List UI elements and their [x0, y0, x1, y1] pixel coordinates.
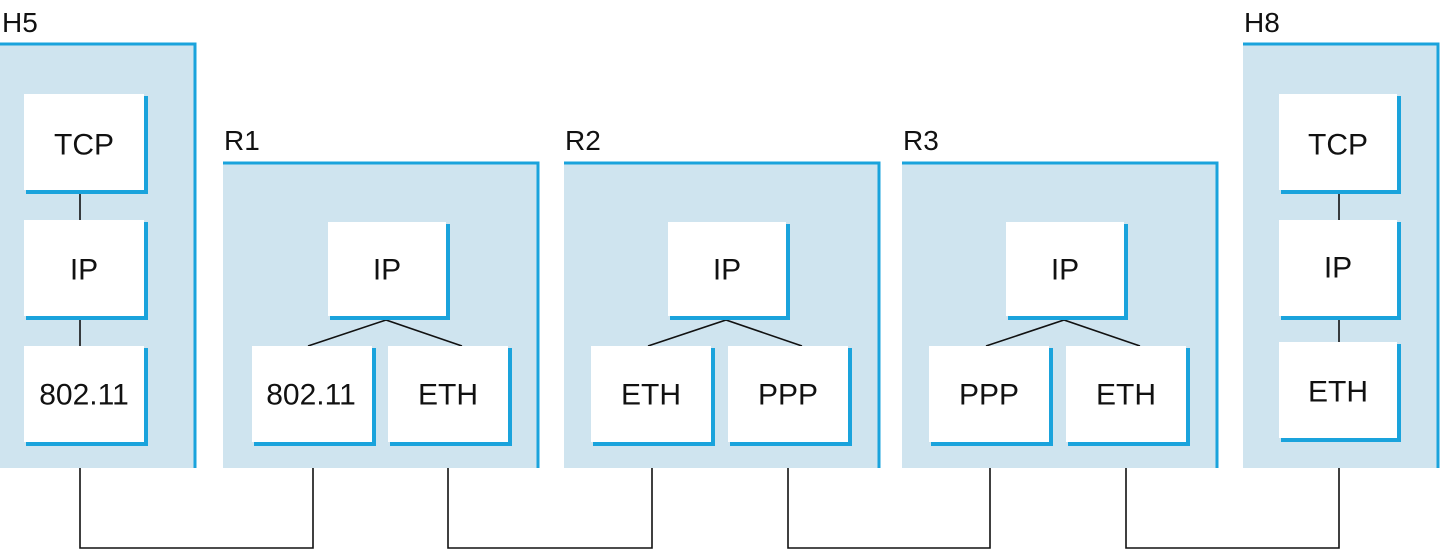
link-r1-r2	[447, 444, 653, 549]
node-label: H5	[2, 7, 38, 38]
layer-box	[1279, 342, 1397, 438]
layer-right: ETH	[388, 346, 512, 446]
layer-left: 802.11	[252, 346, 376, 446]
link-h5-r1	[79, 444, 314, 549]
layer-label: PPP	[758, 379, 818, 412]
node-label: R2	[565, 125, 601, 156]
router-r3: R3 IP PPP ETH	[902, 125, 1219, 468]
layer-box	[1279, 94, 1397, 190]
layer-label: IP	[373, 254, 401, 287]
link-r3-h8	[1125, 440, 1340, 549]
node-edge	[902, 161, 1219, 468]
layer-ip: IP	[668, 222, 790, 320]
layer-label: ETH	[1096, 379, 1156, 412]
layer-box	[929, 346, 1049, 442]
layer-label: IP	[1051, 254, 1079, 287]
layer-box	[1066, 346, 1186, 442]
layer-box	[24, 346, 144, 442]
layer-label: IP	[713, 254, 741, 287]
layer-right: ETH	[1066, 346, 1190, 446]
layer-label: IP	[1324, 252, 1352, 285]
layer-label: ETH	[418, 379, 478, 412]
layer-box	[328, 222, 446, 316]
layer-box	[24, 94, 144, 190]
layer-box	[1006, 222, 1124, 316]
router-r2: R2 IP ETH PPP	[564, 125, 881, 468]
layer-label: IP	[70, 254, 98, 287]
layer-label: PPP	[959, 379, 1019, 412]
node-edge	[0, 42, 197, 468]
layer-box	[1279, 220, 1397, 316]
layer-label: ETH	[621, 379, 681, 412]
layer-tcp: TCP	[1279, 94, 1401, 194]
layer-box	[668, 222, 786, 316]
node-label: H8	[1244, 7, 1280, 38]
host-h8: H8 TCP IP ETH	[1243, 7, 1440, 468]
link-r2-r3	[787, 444, 991, 549]
layer-tcp: TCP	[24, 94, 148, 194]
layer-ip: IP	[1279, 220, 1401, 320]
node-edge	[223, 161, 540, 468]
layer-box	[388, 346, 508, 442]
layer-label: 802.11	[266, 379, 356, 412]
layer-label: TCP	[1308, 129, 1368, 162]
layer-label: TCP	[54, 129, 114, 162]
layer-box	[252, 346, 372, 442]
layer-left: ETH	[591, 346, 715, 446]
layer-box	[24, 220, 144, 316]
layer-label: 802.11	[39, 379, 129, 412]
node-edge	[1243, 42, 1440, 468]
router-r1: R1 IP 802.11 ETH	[223, 125, 540, 468]
node-label: R1	[224, 125, 260, 156]
layer-link: ETH	[1279, 342, 1401, 442]
layer-link: 802.11	[24, 346, 148, 446]
layer-right: PPP	[728, 346, 852, 446]
layer-box	[591, 346, 711, 442]
layer-left: PPP	[929, 346, 1053, 446]
node-edge	[564, 161, 881, 468]
host-h5: H5 TCP IP 802.11	[0, 7, 197, 468]
layer-ip: IP	[24, 220, 148, 320]
physical-links	[79, 440, 1340, 549]
layer-label: ETH	[1308, 376, 1368, 409]
layer-ip: IP	[328, 222, 450, 320]
layer-box	[728, 346, 848, 442]
node-label: R3	[903, 125, 939, 156]
layer-ip: IP	[1006, 222, 1128, 320]
